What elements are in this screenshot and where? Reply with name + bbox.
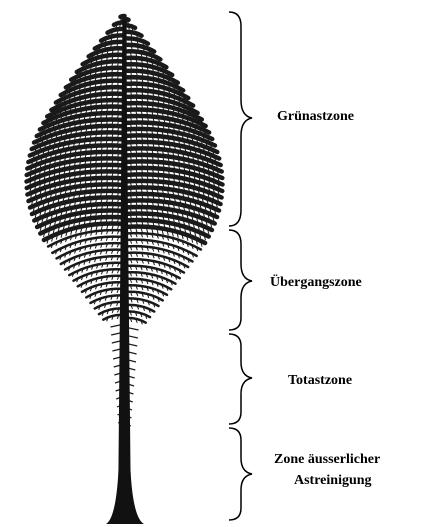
zone-brace-transition xyxy=(229,230,252,330)
tree-branch xyxy=(107,29,124,33)
tree-root-flare xyxy=(106,470,144,524)
zone-labels: Grünastzone Übergangszone Totastzone Zon… xyxy=(270,109,380,488)
spruce-tree-illustration xyxy=(27,16,223,524)
zone-brace-dead-branch xyxy=(229,334,252,424)
zone-label-self-pruning-line1: Zone äusserlicher xyxy=(274,452,380,467)
zone-label-transition: Übergangszone xyxy=(270,273,362,290)
tree-branch xyxy=(125,32,142,36)
zone-label-self-pruning-line2: Astreinigung xyxy=(294,473,372,488)
zone-braces xyxy=(229,12,252,520)
zone-label-green-branch: Grünastzone xyxy=(277,109,354,124)
zone-label-dead-branch: Totastzone xyxy=(288,373,352,388)
zone-brace-green-branch xyxy=(229,12,252,226)
zone-brace-self-pruning xyxy=(229,428,252,520)
